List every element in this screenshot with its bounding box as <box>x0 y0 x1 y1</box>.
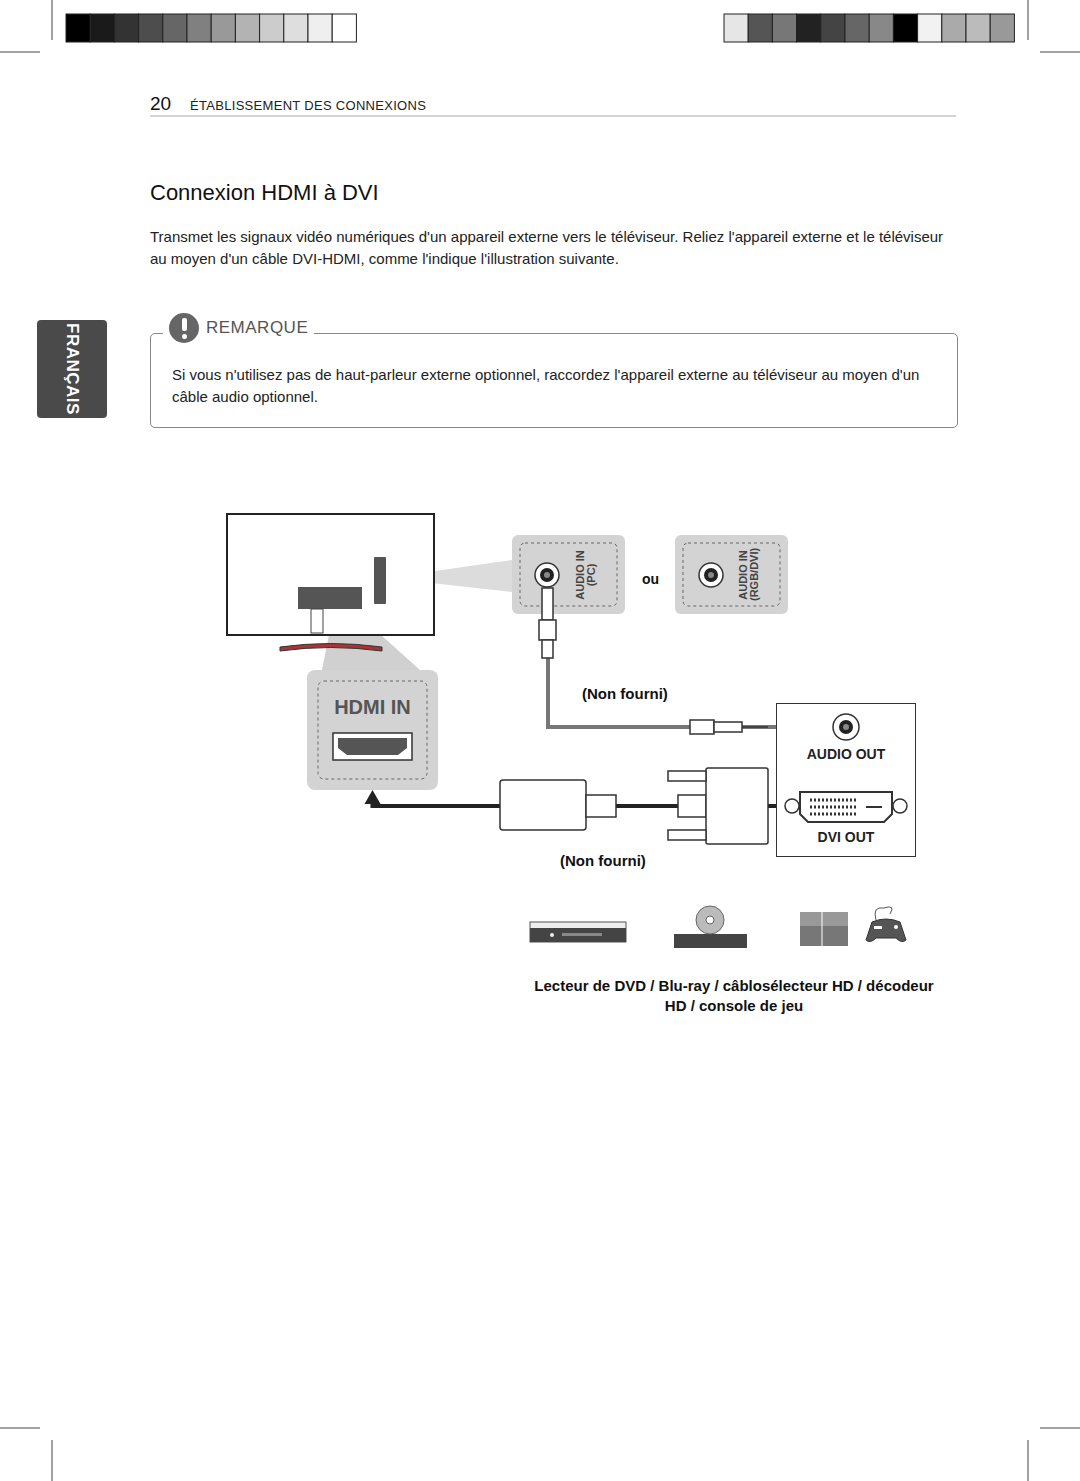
warning-mark <box>182 318 187 331</box>
color-square <box>139 14 163 42</box>
color-square <box>893 14 917 42</box>
cable-line <box>548 614 776 727</box>
color-square <box>235 14 259 42</box>
color-square <box>90 14 114 42</box>
note-box: REMARQUESi vous n'utilisez pas de haut-p… <box>150 333 958 428</box>
color-square <box>332 14 356 42</box>
device-caption: Lecteur de DVD / Blu-ray / câblosélecteu… <box>534 976 934 1016</box>
color-square <box>942 14 966 42</box>
port-label: DVI OUT <box>777 829 915 845</box>
color-square <box>66 14 90 42</box>
color-square <box>308 14 332 42</box>
note-heading-text: REMARQUE <box>206 318 308 338</box>
color-square <box>260 14 284 42</box>
cable-plugs <box>500 588 768 844</box>
port-label: AUDIO OUT <box>777 746 915 762</box>
port-label: AUDIO IN (RGB/DVI) <box>738 549 760 601</box>
warning-icon <box>169 313 199 343</box>
port-label: HDMI IN <box>307 696 438 719</box>
warning-mark <box>182 334 187 339</box>
or-label: ou <box>642 571 659 587</box>
color-square <box>114 14 138 42</box>
language-tab-text: FRANÇAIS <box>62 323 82 415</box>
color-square <box>163 14 187 42</box>
device-icons <box>530 906 906 948</box>
note-text: Si vous n'utilisez pas de haut-parleur e… <box>172 364 942 408</box>
intro-paragraph: Transmet les signaux vidéo numériques d'… <box>150 226 950 270</box>
color-square <box>821 14 845 42</box>
device-ports <box>785 714 907 822</box>
page-title: Connexion HDMI à DVI <box>150 180 379 206</box>
color-square <box>797 14 821 42</box>
color-square <box>724 14 748 42</box>
color-square <box>284 14 308 42</box>
section-header: ÉTABLISSEMENT DES CONNEXIONS <box>190 98 426 113</box>
color-square <box>966 14 990 42</box>
language-tab: FRANÇAIS <box>37 320 107 418</box>
hdmi-panel <box>307 670 438 790</box>
color-square <box>211 14 235 42</box>
audio-in-panel: AUDIO IN (RGB/DVI) <box>675 535 788 614</box>
port-label: AUDIO IN (PC) <box>575 549 597 601</box>
hdmi-in-panel: HDMI IN <box>307 670 438 790</box>
page-number: 20 <box>150 93 171 115</box>
tv-illustration <box>227 514 512 670</box>
header-rule <box>150 116 956 117</box>
note-heading: REMARQUE <box>163 313 314 343</box>
audio-cable <box>548 614 776 727</box>
color-square <box>990 14 1014 42</box>
cable-note: (Non fourni) <box>558 852 648 869</box>
arrowhead <box>365 790 381 804</box>
color-square <box>869 14 893 42</box>
color-square <box>845 14 869 42</box>
color-bars <box>66 14 1014 42</box>
color-square <box>748 14 772 42</box>
color-square <box>918 14 942 42</box>
audio-in-panel: AUDIO IN (PC) <box>512 535 625 614</box>
cable-note: (Non fourni) <box>580 685 670 702</box>
color-square <box>187 14 211 42</box>
color-square <box>772 14 796 42</box>
external-device-box: AUDIO OUT DVI OUT <box>776 703 916 857</box>
